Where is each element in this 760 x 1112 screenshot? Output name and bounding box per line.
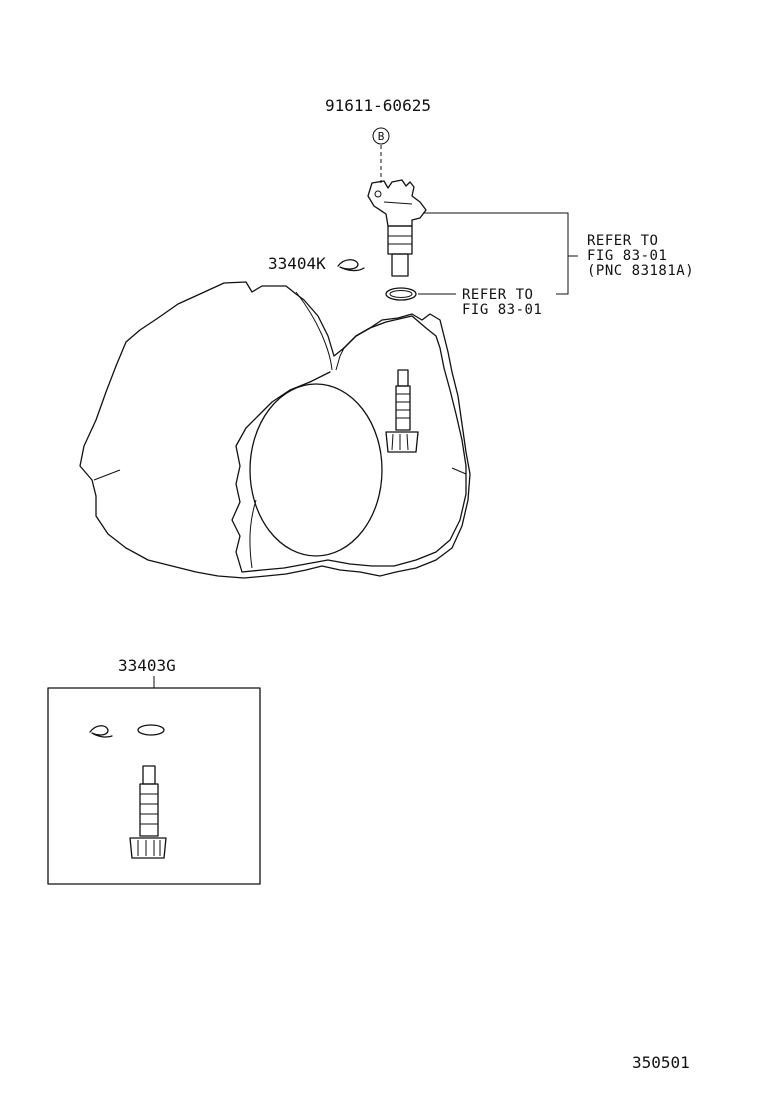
gear-kit-box bbox=[47, 687, 261, 885]
sensor-refer-line2: FIG 83-01 bbox=[587, 248, 667, 264]
bolt-marker-letter: B bbox=[378, 130, 385, 143]
clip-part-number: 33404K bbox=[268, 254, 326, 273]
sensor-refer-line3: (PNC 83181A) bbox=[587, 263, 694, 279]
driven-gear-icon bbox=[385, 369, 419, 453]
oring-refer-line1: REFER TO bbox=[462, 287, 533, 303]
gear-kit-part-number: 33403G bbox=[118, 656, 176, 675]
kit-clip-icon bbox=[89, 725, 113, 738]
bolt-marker-circle bbox=[372, 127, 390, 145]
clip-icon bbox=[337, 259, 365, 272]
kit-driven-gear-icon bbox=[129, 765, 167, 859]
sensor-bracket-line bbox=[424, 212, 569, 295]
kit-o-ring-icon bbox=[137, 724, 165, 736]
bolt-part-number: 91611-60625 bbox=[325, 96, 431, 115]
transaxle-housing-icon bbox=[79, 281, 471, 579]
speed-sensor-icon bbox=[367, 179, 427, 277]
oring-refer-line2: FIG 83-01 bbox=[462, 302, 542, 318]
figure-number: 350501 bbox=[632, 1053, 690, 1072]
o-ring-icon bbox=[385, 287, 417, 301]
sensor-refer-line1: REFER TO bbox=[587, 233, 658, 249]
